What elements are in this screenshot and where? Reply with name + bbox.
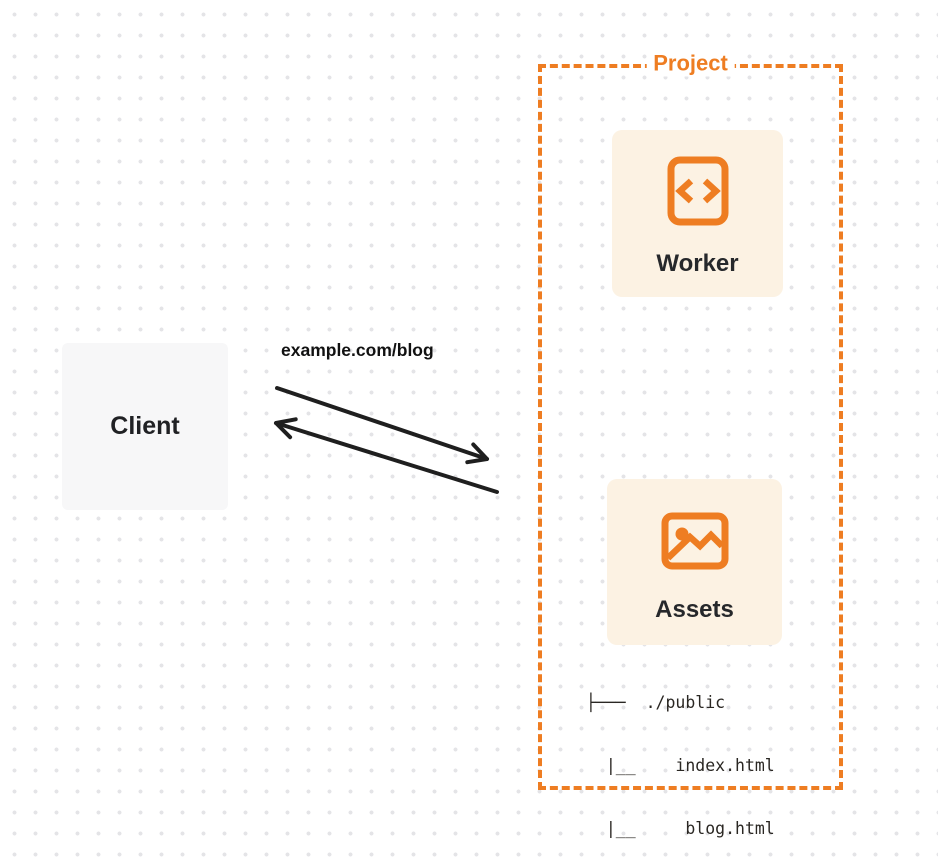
project-title: Project	[646, 50, 735, 77]
response-arrow	[274, 417, 499, 494]
request-url-label: example.com/blog	[281, 340, 434, 360]
worker-label: Worker	[656, 250, 739, 277]
tree-line-index: |__ index.html	[586, 756, 775, 775]
code-icon	[667, 156, 729, 226]
tree-line-public: ├─── ./public	[586, 693, 726, 712]
image-icon	[661, 512, 729, 570]
tree-line-blog: |__ blog.html	[586, 819, 775, 838]
project-container: Project	[538, 50, 843, 790]
request-response-arrows	[274, 386, 499, 494]
assets-card: Assets	[607, 479, 782, 645]
client-node: Client	[62, 343, 228, 510]
client-label: Client	[110, 412, 180, 440]
assets-label: Assets	[655, 596, 734, 623]
file-tree: ├─── ./public |__ index.html |__ blog.ht…	[586, 650, 775, 860]
request-arrow	[275, 386, 489, 465]
worker-card: Worker	[612, 130, 783, 297]
